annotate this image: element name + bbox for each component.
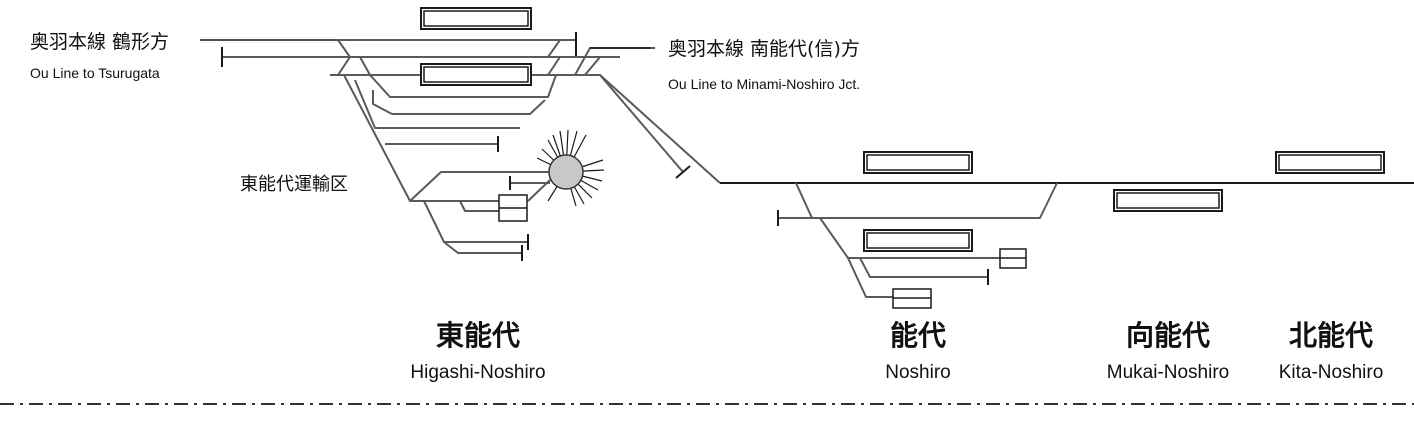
yard-track-2 [372,90,546,115]
platform-inner [866,232,970,249]
platform-inner [866,154,970,171]
crossover [547,56,561,76]
platform [420,7,532,30]
noshiro-line-tracks [720,182,1414,309]
higashi-noshiro-yard-tracks [221,32,721,261]
station-name-noshiro: 能代 [890,319,946,352]
depot-track [443,241,522,254]
siding-to-buffer [599,74,684,173]
yard-track-1 [369,74,557,98]
platform-inner [423,66,529,83]
depot-label: 東能代運輸区 [240,174,348,195]
platform [1275,151,1385,174]
platform [863,151,973,174]
depot-track [459,200,500,212]
station-name-kita-noshiro-en: Kita-Noshiro [1279,362,1384,383]
yard-track-3 [354,79,520,129]
buffer-stop [675,165,691,179]
line-label-tsurugata-en: Ou Line to Tsurugata [30,65,160,81]
ou-line-minami-noshiro-track [574,47,650,76]
crossover [547,39,561,58]
platform [863,229,973,252]
station-name-noshiro-en: Noshiro [885,362,950,383]
noshiro-yard-track [847,257,893,298]
depot-track [409,171,550,202]
turntable-lead [527,179,551,202]
station-name-mukai-noshiro-en: Mukai-Noshiro [1107,362,1229,383]
platforms [420,7,1385,252]
line-label-minami-noshiro: 奥羽本線 南能代(信)方 [668,38,860,60]
station-name-mukai-noshiro: 向能代 [1126,319,1210,352]
station-name-kita-noshiro: 北能代 [1289,319,1373,352]
line-label-minami-noshiro-en: Ou Line to Minami-Noshiro Jct. [668,76,860,92]
crossover [337,39,351,58]
crossover [584,56,601,76]
line-label-tsurugata: 奥羽本線 鶴形方 [30,31,169,53]
platform [420,63,532,86]
platform-inner [423,10,529,27]
crossover [337,56,351,76]
station-name-higashi-noshiro-en: Higashi-Noshiro [410,362,545,383]
crossover [359,56,371,76]
turntable [548,154,584,190]
platform-inner [1278,154,1382,171]
station-name-higashi-noshiro: 東能代 [436,319,520,352]
noshiro-yard-track [859,257,988,278]
depot-lead-track [343,74,424,202]
platform-inner [1116,192,1220,209]
noshiro-loop-track [795,182,1058,219]
depot-facilities [498,129,605,222]
platform [1113,189,1223,212]
